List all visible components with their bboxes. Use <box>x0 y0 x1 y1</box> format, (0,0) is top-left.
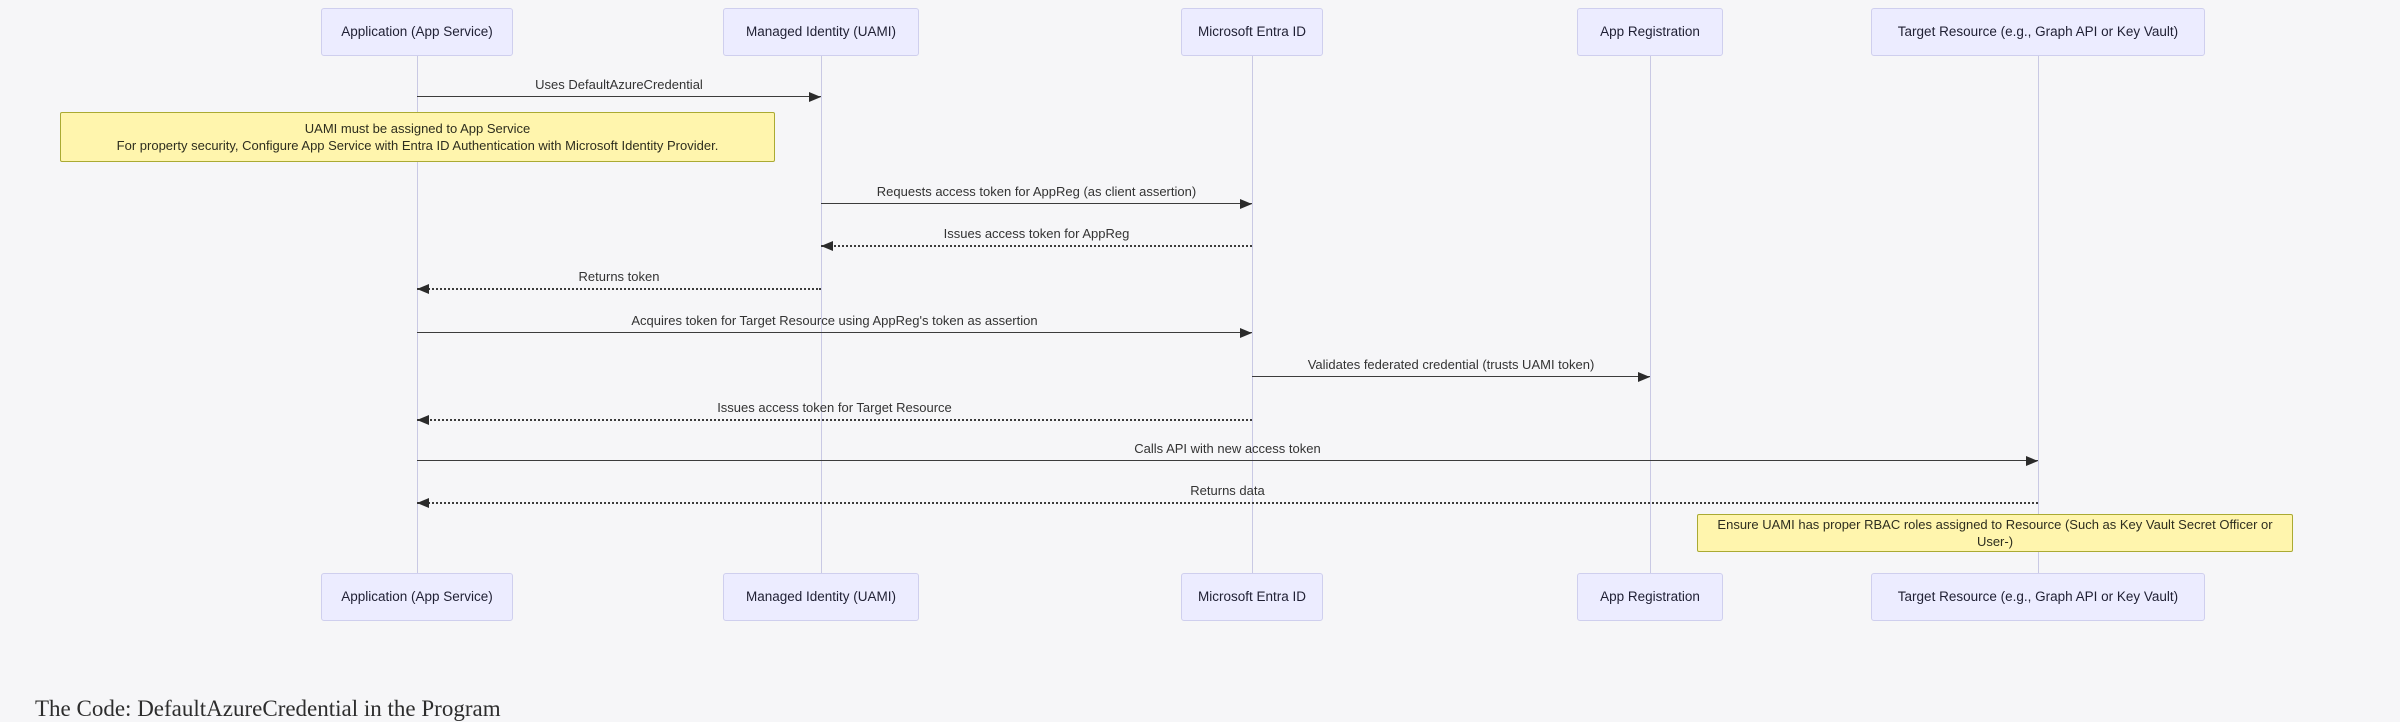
participant-label: Microsoft Entra ID <box>1197 24 1307 40</box>
arrowhead-icon <box>2026 455 2038 466</box>
footer-heading: The Code: DefaultAzureCredential in the … <box>35 696 501 721</box>
message-line-dotted <box>417 419 1252 421</box>
message-label: Calls API with new access token <box>1134 441 1321 456</box>
message-line-dotted <box>417 502 2038 504</box>
lifeline-target <box>2038 56 2039 573</box>
arrowhead-icon <box>1240 198 1252 209</box>
lifeline-entra <box>1252 56 1253 573</box>
participant-target-bottom: Target Resource (e.g., Graph API or Key … <box>1871 573 2205 621</box>
participant-appreg-top: App Registration <box>1577 8 1723 56</box>
message-label: Validates federated credential (trusts U… <box>1307 357 1595 372</box>
arrowhead-icon <box>1638 371 1650 382</box>
arrowhead-icon <box>417 497 429 508</box>
message-line-solid <box>417 96 821 97</box>
participant-label: Microsoft Entra ID <box>1197 589 1307 605</box>
arrowhead-icon <box>809 91 821 102</box>
note-text-line: UAMI must be assigned to App Service <box>304 121 531 136</box>
participant-uami-bottom: Managed Identity (UAMI) <box>723 573 919 621</box>
message-line-dotted <box>417 288 821 290</box>
arrowhead-icon <box>1240 327 1252 338</box>
participant-label: App Registration <box>1600 589 1700 605</box>
message-label: Returns token <box>578 269 660 284</box>
arrowhead-icon <box>417 283 429 294</box>
message-label: Returns data <box>1190 483 1265 498</box>
message-label: Requests access token for AppReg (as cli… <box>876 184 1197 199</box>
message-line-solid <box>821 203 1252 204</box>
participant-entra-bottom: Microsoft Entra ID <box>1181 573 1323 621</box>
message-line-solid <box>417 460 2038 461</box>
message-label: Issues access token for Target Resource <box>717 400 952 415</box>
participant-label: Managed Identity (UAMI) <box>745 24 897 40</box>
participant-app-top: Application (App Service) <box>321 8 513 56</box>
message-label: Acquires token for Target Resource using… <box>631 313 1038 328</box>
participant-entra-top: Microsoft Entra ID <box>1181 8 1323 56</box>
message-line-solid <box>1252 376 1650 377</box>
participant-label: Application (App Service) <box>341 589 493 605</box>
lifeline-uami <box>821 56 822 573</box>
lifeline-appreg <box>1650 56 1651 573</box>
message-label: Issues access token for AppReg <box>943 226 1130 241</box>
participant-target-top: Target Resource (e.g., Graph API or Key … <box>1871 8 2205 56</box>
lifeline-app <box>417 56 418 573</box>
participant-label: Target Resource (e.g., Graph API or Key … <box>1897 24 2179 40</box>
participant-appreg-bottom: App Registration <box>1577 573 1723 621</box>
message-label: Uses DefaultAzureCredential <box>535 77 703 92</box>
participant-label: Application (App Service) <box>341 24 493 40</box>
participant-label: Managed Identity (UAMI) <box>745 589 897 605</box>
message-line-dotted <box>821 245 1252 247</box>
participant-uami-top: Managed Identity (UAMI) <box>723 8 919 56</box>
note-2: Ensure UAMI has proper RBAC roles assign… <box>1697 514 2293 552</box>
participant-label: App Registration <box>1600 24 1700 40</box>
participant-app-bottom: Application (App Service) <box>321 573 513 621</box>
note-text-line: Ensure UAMI has proper RBAC roles assign… <box>1717 517 2273 549</box>
participant-label: Target Resource (e.g., Graph API or Key … <box>1897 589 2179 605</box>
message-line-solid <box>417 332 1252 333</box>
note-text-line: For property security, Configure App Ser… <box>116 138 719 153</box>
arrowhead-icon <box>821 240 833 251</box>
arrowhead-icon <box>417 414 429 425</box>
